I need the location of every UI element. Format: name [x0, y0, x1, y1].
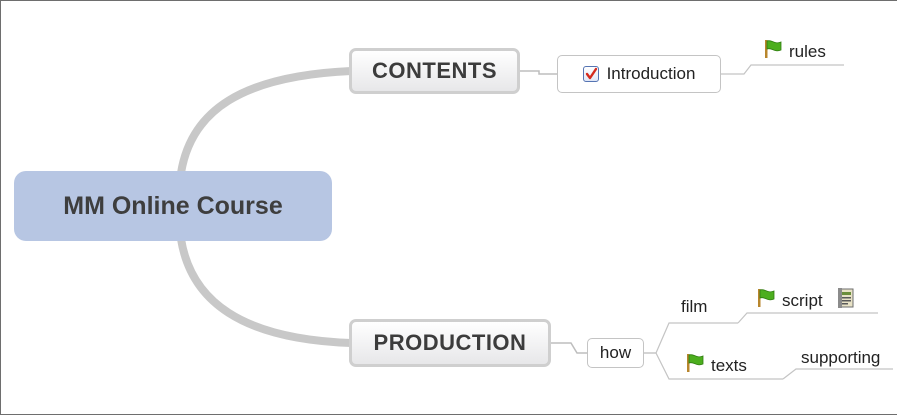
green-flag-icon: [763, 39, 783, 64]
connector-how-film: [644, 322, 738, 354]
topic-script[interactable]: script: [756, 287, 857, 314]
branch-connector-production: [177, 235, 355, 347]
topic-film[interactable]: film: [681, 297, 707, 317]
topic-supporting-label: supporting: [801, 348, 881, 367]
topic-texts-label: texts: [711, 355, 747, 375]
branch-contents[interactable]: CONTENTS: [349, 48, 520, 94]
connector-texts-supporting: [782, 368, 893, 380]
topic-rules[interactable]: rules: [763, 39, 826, 64]
topic-supporting[interactable]: supporting: [801, 348, 880, 368]
topic-texts[interactable]: texts: [685, 353, 747, 378]
branch-production-label: PRODUCTION: [373, 330, 527, 355]
topic-script-label: script: [782, 290, 823, 310]
topic-how-label: how: [599, 343, 632, 362]
document-icon[interactable]: [837, 287, 857, 314]
branch-production[interactable]: PRODUCTION: [349, 319, 551, 367]
branch-connector-contents: [177, 67, 355, 177]
central-topic[interactable]: MM Online Course: [14, 171, 332, 241]
checkbox-icon[interactable]: [582, 66, 599, 82]
connector-contents-introduction: [520, 70, 557, 75]
topic-how[interactable]: how: [587, 338, 644, 368]
topic-introduction-label: Introduction: [606, 64, 696, 83]
connector-how-texts: [644, 352, 783, 380]
green-flag-icon: [685, 353, 705, 378]
topic-film-label: film: [681, 297, 708, 316]
connector-production-how: [551, 342, 587, 354]
topic-introduction[interactable]: Introduction: [557, 55, 721, 93]
branch-contents-label: CONTENTS: [372, 58, 497, 83]
green-flag-icon: [756, 288, 776, 313]
connector-introduction-rules: [721, 64, 844, 75]
central-topic-label: MM Online Course: [63, 191, 283, 220]
connector-film-script: [737, 312, 878, 324]
topic-rules-label: rules: [789, 41, 826, 61]
